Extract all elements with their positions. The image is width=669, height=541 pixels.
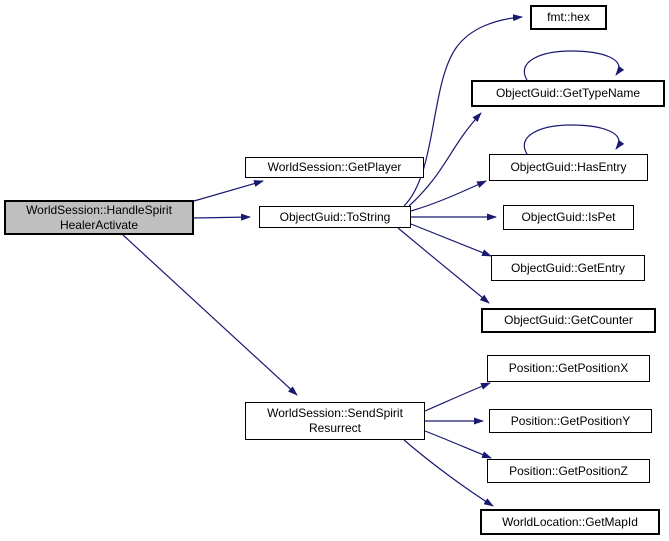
edge-tostring-to-gettypename xyxy=(408,112,482,207)
node-objectguid-gettypename[interactable]: ObjectGuid::GetTypeName xyxy=(471,80,665,107)
edge-main-to-sendspiritresurrect xyxy=(122,234,298,396)
node-objectguid-tostring[interactable]: ObjectGuid::ToString xyxy=(259,206,411,228)
node-worldlocation-getmapid[interactable]: WorldLocation::GetMapId xyxy=(480,509,660,535)
edge-tostring-to-hasentry xyxy=(410,180,487,212)
node-worldsession-sendspiritresurrect[interactable]: WorldSession::SendSpirit Resurrect xyxy=(245,402,425,440)
node-worldsession-handlespirithealeractivate: WorldSession::HandleSpirit HealerActivat… xyxy=(4,200,194,235)
edge-sendspirit-to-getmapid xyxy=(403,439,494,507)
node-position-getpositiony[interactable]: Position::GetPositionY xyxy=(489,409,652,433)
edge-main-to-tostring xyxy=(193,213,251,221)
node-objectguid-getcounter[interactable]: ObjectGuid::GetCounter xyxy=(481,308,656,333)
edge-sendspirit-to-getpositionz xyxy=(424,430,492,459)
node-position-getpositionx[interactable]: Position::GetPositionX xyxy=(487,355,650,382)
node-objectguid-ispet[interactable]: ObjectGuid::IsPet xyxy=(503,205,634,230)
node-position-getpositionz[interactable]: Position::GetPositionZ xyxy=(487,459,650,483)
node-fmt-hex[interactable]: fmt::hex xyxy=(530,5,607,30)
node-worldsession-getplayer[interactable]: WorldSession::GetPlayer xyxy=(245,157,424,178)
edge-tostring-to-getentry xyxy=(410,223,492,257)
edge-main-to-getplayer xyxy=(193,180,264,202)
edge-hasentry-self-loop xyxy=(523,124,625,155)
node-objectguid-hasentry[interactable]: ObjectGuid::HasEntry xyxy=(489,154,648,181)
node-objectguid-getentry[interactable]: ObjectGuid::GetEntry xyxy=(491,255,645,281)
edge-tostring-to-getcounter xyxy=(397,227,490,304)
edge-sendspirit-to-getpositionx xyxy=(424,382,491,412)
edge-gettypename-self-loop xyxy=(523,50,625,81)
